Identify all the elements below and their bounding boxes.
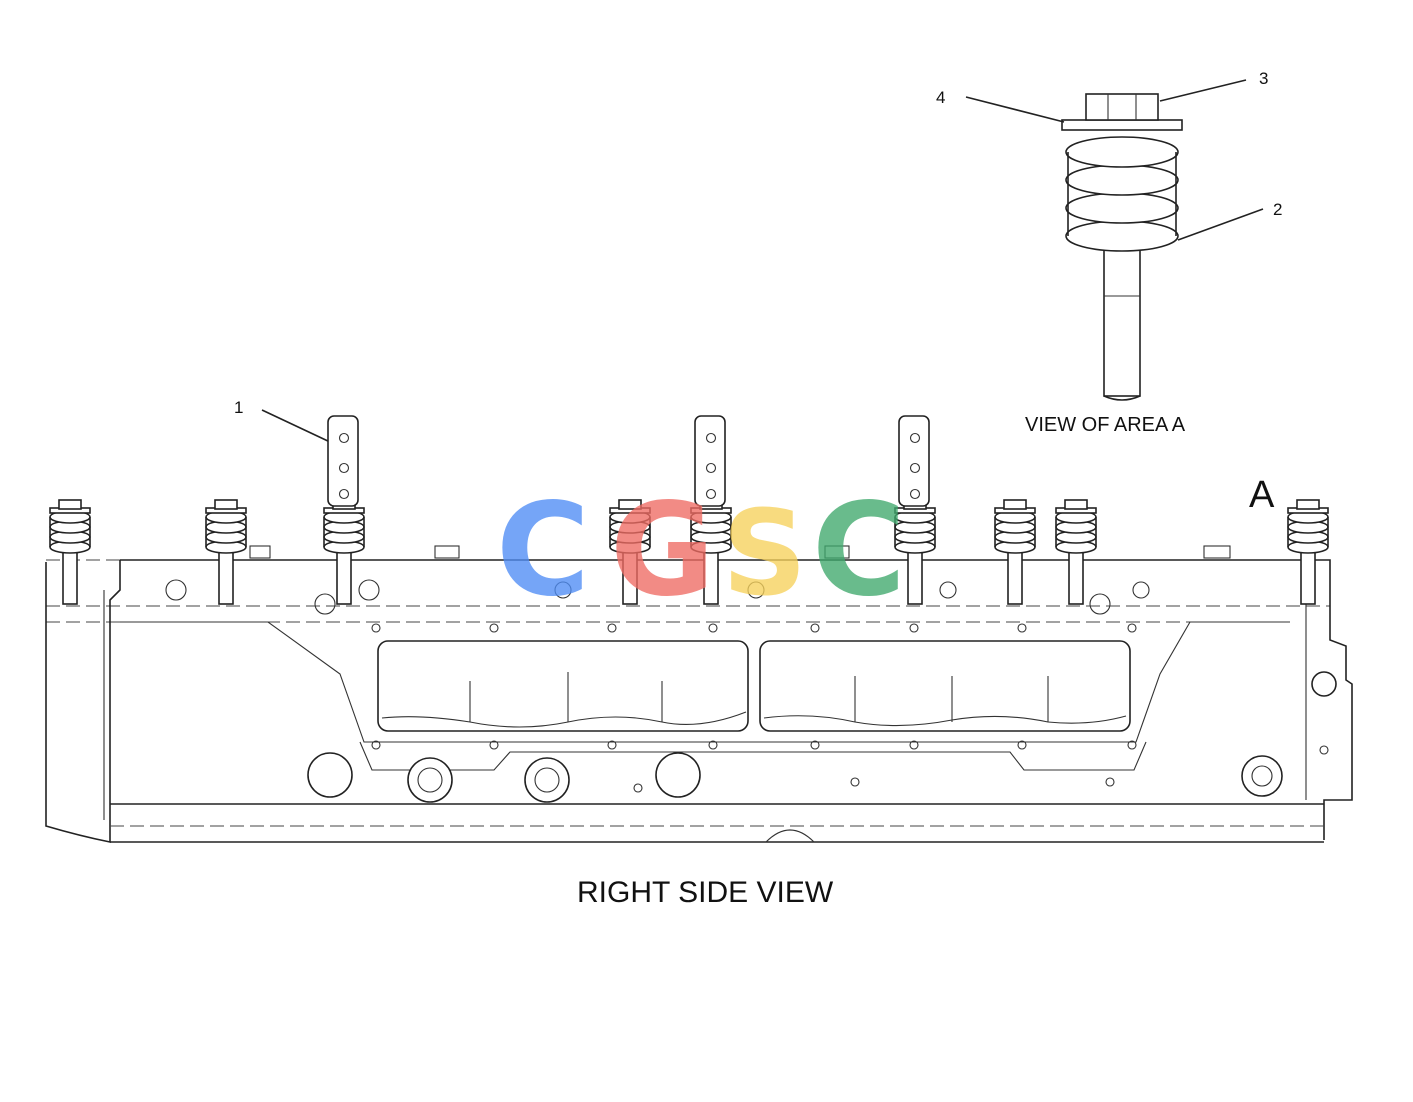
spring-bolt	[994, 499, 1036, 605]
callout-number-4: 4	[936, 88, 945, 107]
callout-number-3: 3	[1259, 69, 1268, 88]
spring-bolt-assemblies	[49, 499, 1329, 605]
spring-bolt	[205, 499, 247, 605]
watermark-letter-c: C	[812, 476, 906, 625]
spring-bolt	[690, 499, 732, 605]
detail-washer	[1061, 119, 1183, 131]
window-right	[759, 640, 1131, 732]
detail-caption: VIEW OF AREA A	[1025, 414, 1186, 436]
watermark-letter-g: G	[610, 476, 715, 625]
view-title: RIGHT SIDE VIEW	[577, 876, 834, 909]
watermark-logo: C G S C	[496, 476, 906, 625]
detail-view-area-a: 3 4 2 VIEW OF AREA A	[936, 69, 1282, 436]
spring-bolt	[609, 499, 651, 605]
leader-line-2	[1177, 208, 1264, 241]
spring-bolt	[1055, 499, 1097, 605]
callout-number-1: 1	[234, 398, 243, 417]
leader-line-4	[965, 96, 1065, 123]
leader-line-1	[261, 409, 331, 443]
detail-bolt-head	[1085, 93, 1159, 121]
detail-spring	[1065, 136, 1179, 252]
area-marker: A	[1249, 474, 1275, 516]
spring-bolt	[323, 499, 365, 605]
watermark-letter-s: S	[722, 484, 807, 622]
spring-bolt	[1287, 499, 1329, 605]
leader-line-3	[1159, 79, 1247, 102]
callout-number-2: 2	[1273, 200, 1282, 219]
lifting-bracket	[694, 415, 726, 507]
cylinder-head-body	[45, 545, 1353, 843]
watermark-letter-c: C	[496, 476, 590, 625]
lifting-bracket	[327, 415, 359, 507]
spring-bolt	[49, 499, 91, 605]
lifting-bracket	[898, 415, 930, 507]
